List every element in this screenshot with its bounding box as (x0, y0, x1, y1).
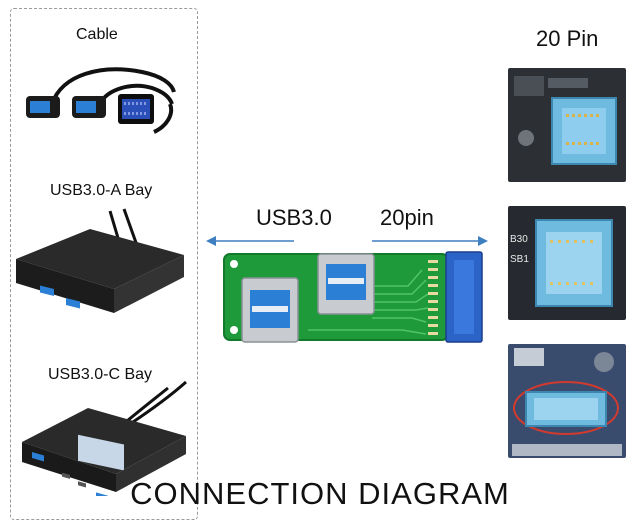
usb-c-bay-image (22, 380, 187, 496)
motherboard-header-photo-3 (508, 344, 626, 458)
right-arrow (372, 236, 488, 246)
silkscreen-b30: B30 (510, 234, 528, 245)
left-arrow (206, 236, 294, 246)
usb30-label: USB3.0 (256, 205, 332, 230)
usb-c-bay-label: USB3.0-C Bay (48, 366, 153, 383)
20pin-label: 20pin (380, 205, 434, 230)
usb-a-bay-label: USB3.0-A Bay (50, 182, 153, 199)
usb-a-bay-image (16, 208, 184, 313)
motherboard-header-photo-2: B30 SB1 (508, 206, 626, 320)
20-pin-heading: 20 Pin (536, 26, 599, 51)
adapter-board-image (223, 251, 483, 343)
silkscreen-sb1: SB1 (510, 254, 529, 265)
cable-label: Cable (76, 26, 118, 43)
motherboard-header-photo-1 (508, 68, 626, 182)
usb-cable-image (26, 67, 176, 134)
connection-diagram-title: CONNECTION DIAGRAM (130, 476, 510, 511)
product-options-panel (10, 8, 198, 520)
